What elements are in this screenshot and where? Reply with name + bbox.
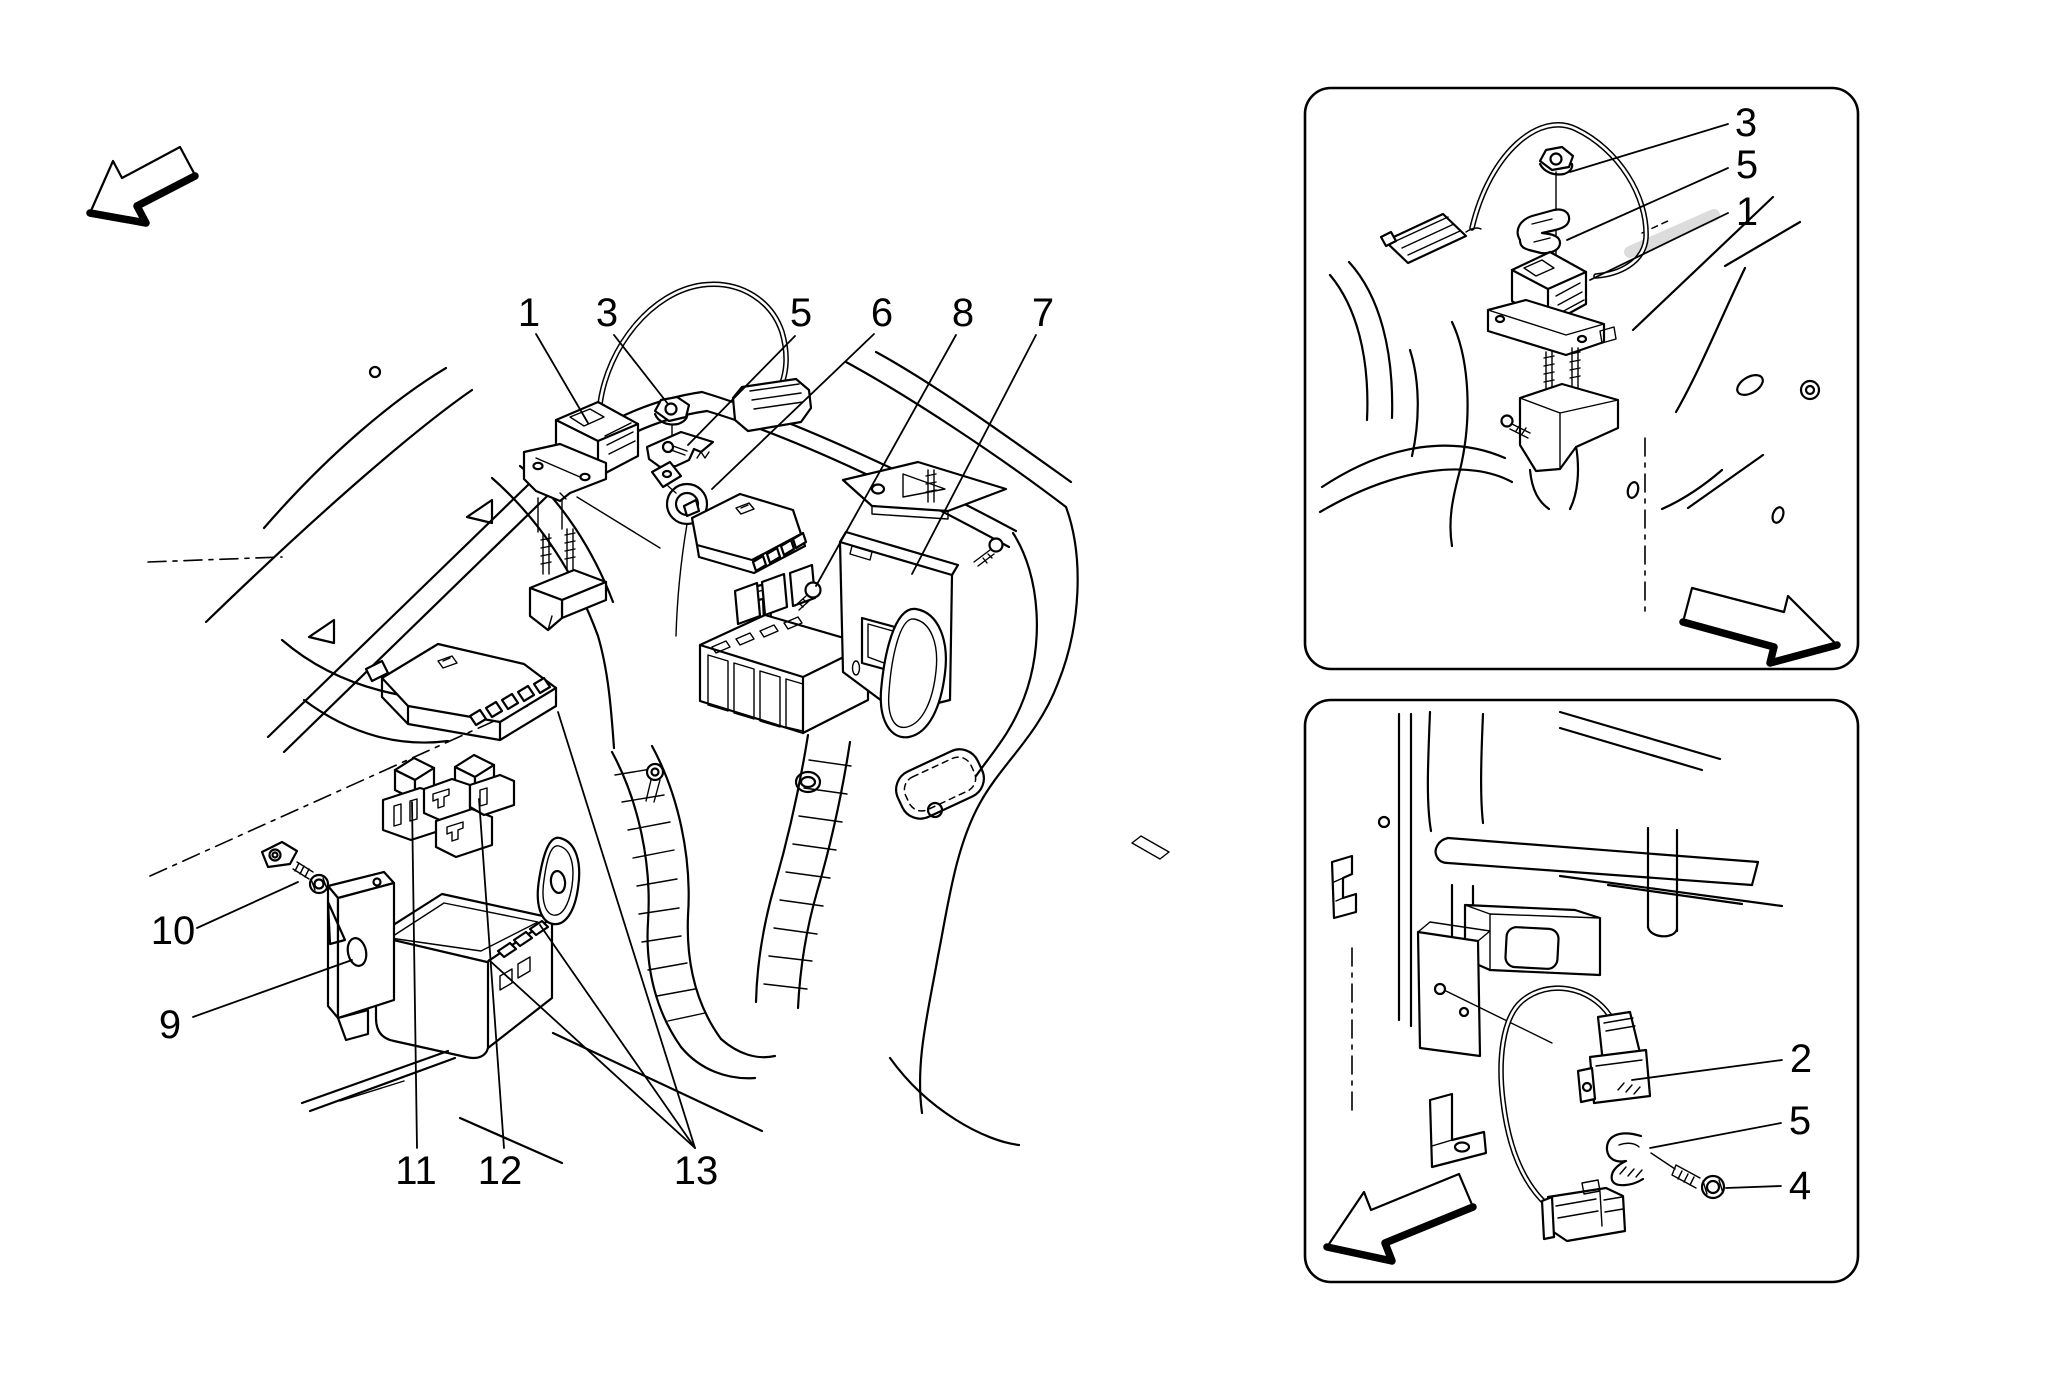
control-unit-ecu [698, 563, 870, 735]
relay-box-cover [364, 642, 558, 742]
callout-leader-line [1566, 167, 1729, 241]
washer-grommet-small [536, 836, 581, 926]
stud-bracket [528, 528, 608, 632]
callout-number: 9 [159, 1003, 181, 1047]
inset2-connector [1540, 1179, 1627, 1243]
callout-number: 4 [1789, 1164, 1811, 1208]
inset-border [1303, 86, 1860, 671]
inset-border [1303, 698, 1860, 1284]
mounting-bracket-9 [326, 870, 396, 1042]
direction-arrow-main [86, 145, 199, 227]
callout-leader-line [557, 711, 696, 1149]
callout-2: 2 [1631, 1037, 1812, 1081]
callout-7: 7 [911, 291, 1054, 575]
callout-number: 3 [596, 291, 618, 335]
callout-5: 5 [1566, 143, 1758, 241]
callout-number: 1 [1736, 190, 1758, 234]
fusebox-lid [682, 492, 808, 575]
callout-leader-line [478, 798, 505, 1149]
callout-leader-line [687, 335, 796, 446]
callout-leader-line [1589, 212, 1729, 281]
inset2-frame-lines [1330, 710, 1784, 1169]
callout-leader-line [1649, 1122, 1782, 1149]
bolt-10 [260, 840, 330, 895]
inset-detail-top-right: 351 [1303, 86, 1860, 671]
callout-number: 5 [1789, 1099, 1811, 1143]
callout-number: 8 [952, 291, 974, 335]
callout-10: 10 [151, 881, 299, 953]
clip-5 [645, 430, 715, 469]
callout-12: 12 [478, 798, 523, 1193]
inset1-sensor-1 [1486, 250, 1617, 357]
callout-number: 6 [871, 291, 893, 335]
inset2-bolt-4 [1671, 1164, 1726, 1200]
ring-terminal [645, 762, 665, 803]
callout-leader-line [539, 924, 696, 1149]
callout-1: 1 [1589, 190, 1758, 281]
callout-leader-line [613, 334, 669, 405]
inset1-studs [1543, 347, 1581, 393]
callout-leader-line [1569, 123, 1729, 173]
callout-number: 7 [1032, 291, 1054, 335]
ecu-sensor-1 [522, 281, 813, 503]
callout-3: 3 [1569, 101, 1757, 173]
callout-number: 10 [151, 909, 196, 953]
callout-number: 1 [518, 291, 540, 335]
callout-number: 5 [790, 291, 812, 335]
washer-grommet-large [879, 607, 947, 739]
callout-number: 11 [395, 1149, 437, 1193]
callout-leader-line [535, 333, 589, 424]
callout-number: 13 [674, 1149, 719, 1193]
direction-arrow-inset2 [1323, 1172, 1477, 1265]
callout-leader-line [488, 959, 696, 1149]
callout-leader-line [411, 801, 418, 1149]
direction-arrow-inset1 [1679, 586, 1841, 667]
callout-leader-line [815, 334, 957, 587]
inset1-connector [1379, 212, 1482, 265]
callout-leader-line [911, 334, 1037, 575]
inset1-sensor-assembly [1379, 122, 1649, 473]
callout-leader-line [1631, 1059, 1783, 1081]
nut-3 [653, 395, 691, 471]
inset1-body-lines [1318, 195, 1821, 613]
callout-3: 3 [596, 291, 669, 405]
callout-13: 13 [488, 711, 719, 1193]
inset2-callouts: 2 5 4 [1631, 1037, 1812, 1208]
inset2-sensor-2 [1498, 985, 1652, 1208]
callout-leader-line [711, 333, 875, 490]
fuse-box-tub [374, 892, 554, 1060]
inset2-clip-5 [1605, 1132, 1676, 1187]
callout-leader-line [192, 959, 353, 1018]
callout-leader-line [1725, 1185, 1782, 1189]
harness-conduits [490, 464, 852, 1080]
callout-leader-line [196, 881, 299, 929]
inset1-callouts: 351 [1566, 101, 1758, 281]
callout-4: 4 [1725, 1164, 1811, 1208]
callout-8: 8 [815, 291, 974, 587]
car-body-lines [147, 350, 1170, 1165]
callout-number: 3 [1735, 101, 1757, 145]
callout-6: 6 [711, 291, 893, 490]
inset-detail-bottom-right: 2 5 4 [1303, 698, 1860, 1284]
callout-1: 1 [518, 291, 589, 424]
relay-sockets [381, 773, 516, 859]
inset1-stand-bracket [1500, 382, 1620, 473]
callout-5: 5 [687, 291, 812, 446]
callout-number: 2 [1790, 1037, 1812, 1081]
callout-number: 5 [1736, 143, 1758, 187]
inset1-clip-5 [1516, 208, 1571, 255]
callout-number: 12 [478, 1149, 523, 1193]
callout-9: 9 [159, 959, 353, 1047]
callout-11: 11 [395, 801, 437, 1193]
callout-5: 5 [1649, 1099, 1811, 1149]
